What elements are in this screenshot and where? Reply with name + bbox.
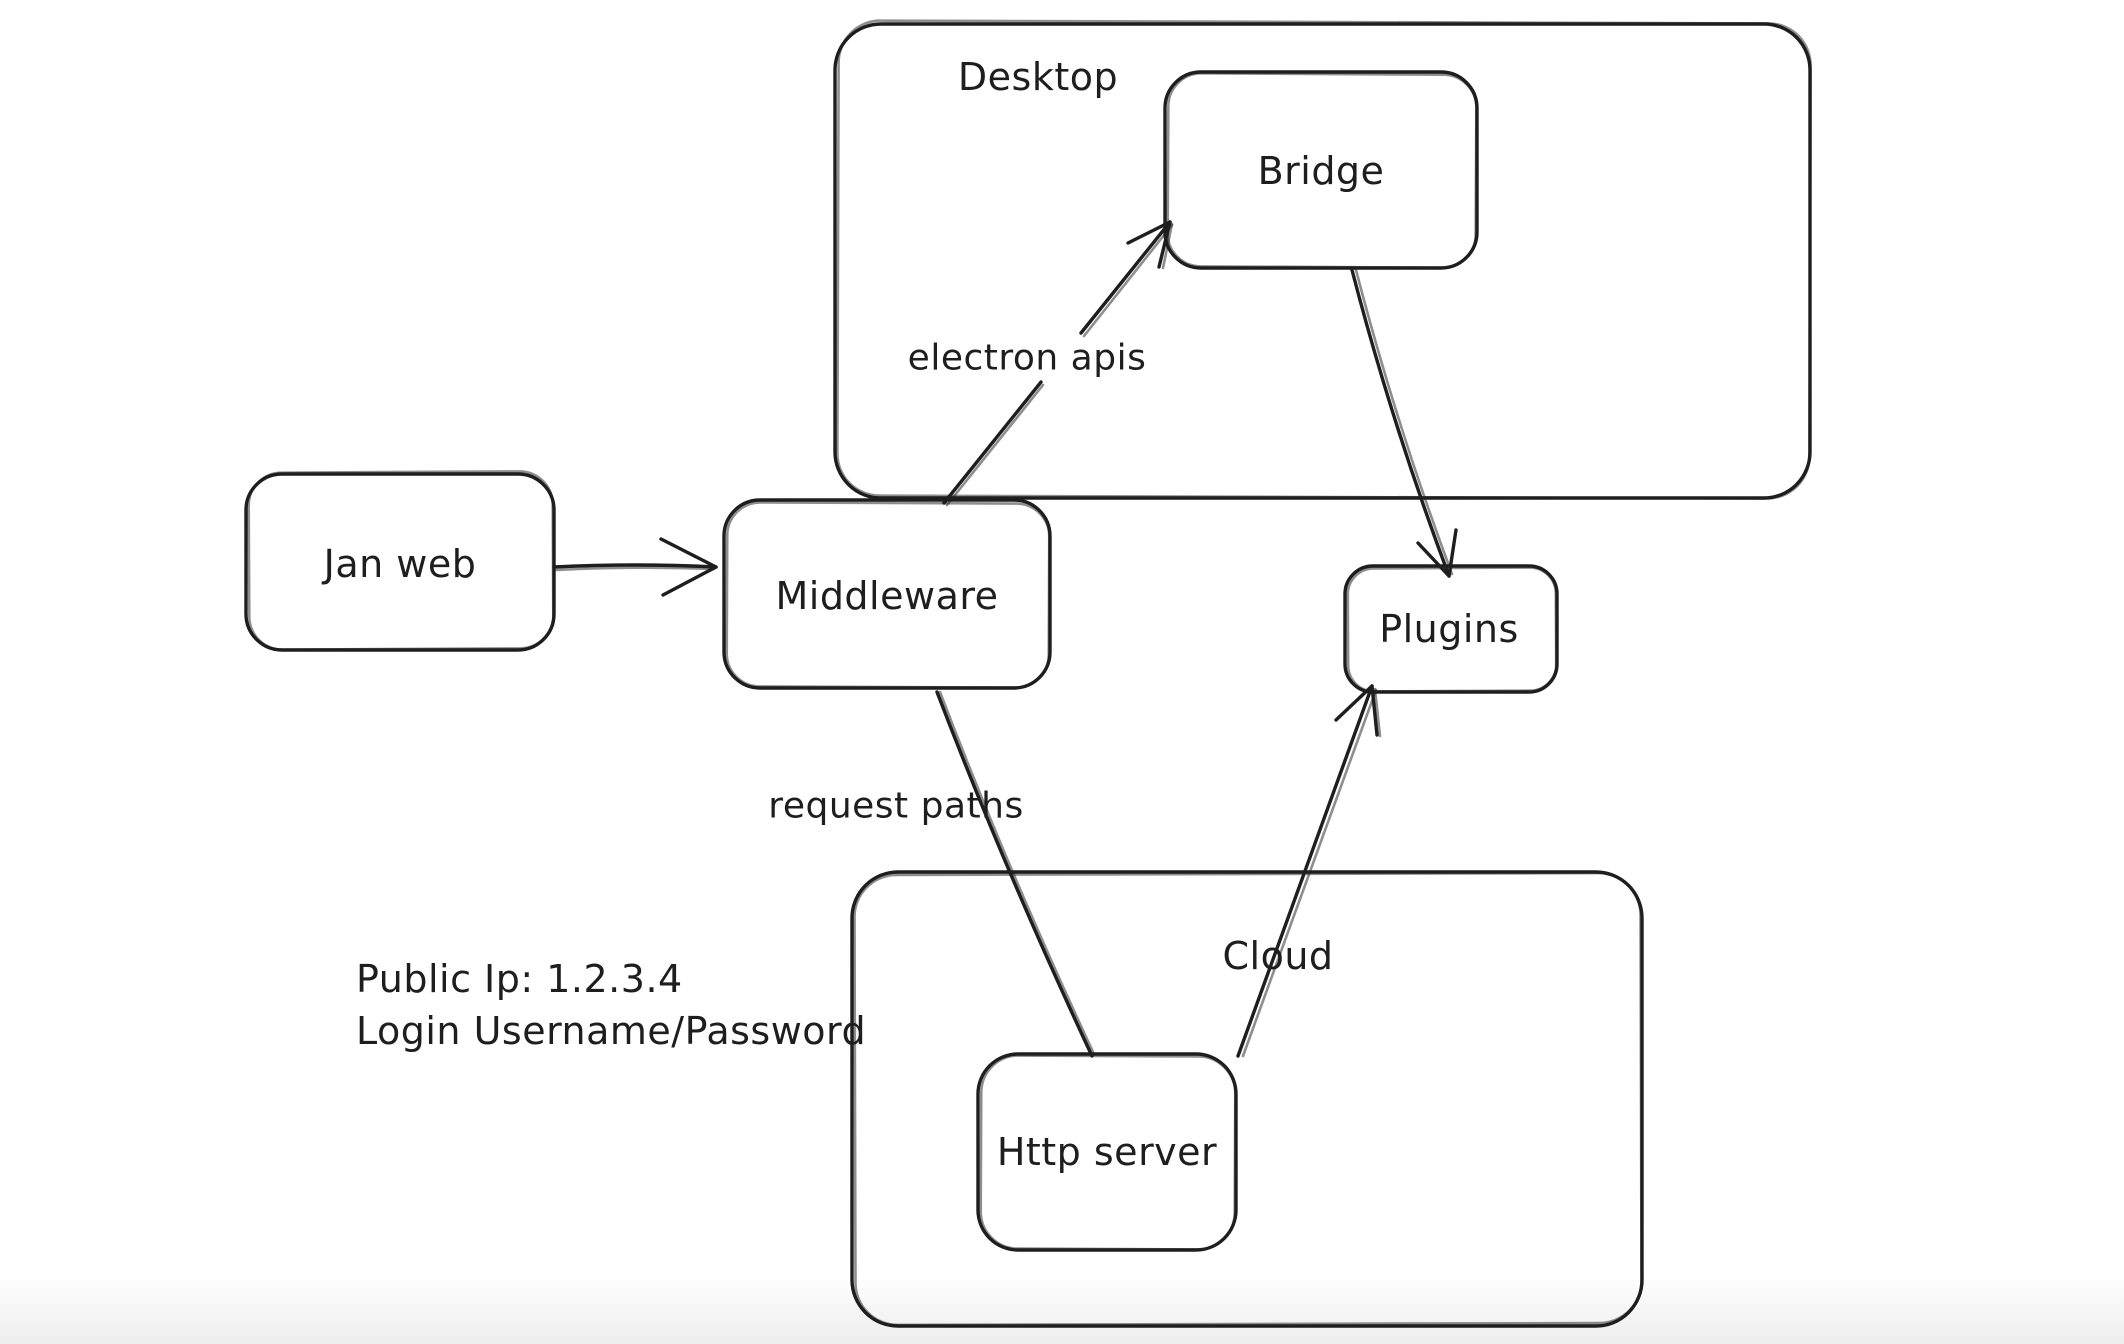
arrowhead <box>1416 528 1458 578</box>
arrow-shaft-sketch <box>1354 268 1454 576</box>
arrow-shaft-sketch <box>1241 688 1378 1058</box>
node-label-middleware: Middleware <box>775 574 999 619</box>
container-label-desktop[interactable]: Desktop <box>957 55 1119 100</box>
edge-label-electron-apis[interactable]: electron apis <box>907 337 1147 379</box>
line-shaft-sketch <box>938 690 1096 1056</box>
node-label-jan-web: Jan web <box>323 542 477 587</box>
arrowhead <box>1126 220 1172 269</box>
node-label-http-server: Http server <box>996 1130 1218 1175</box>
arrow-bridge-to-plugins[interactable] <box>1350 268 1458 578</box>
edge-label-request-paths[interactable]: request paths <box>768 785 1024 827</box>
arrow-shaft <box>1350 268 1451 578</box>
node-label-plugins: Plugins <box>1379 607 1519 652</box>
node-label-bridge: Bridge <box>1257 149 1385 194</box>
canvas-bottom-shade <box>0 1274 2124 1344</box>
annotation-login[interactable]: Login Username/Password <box>356 1009 867 1054</box>
arrowhead <box>659 537 718 597</box>
arrow-shaft <box>552 563 718 569</box>
arrow-shaft-sketch <box>554 566 716 572</box>
container-label-cloud[interactable]: Cloud <box>1222 934 1334 979</box>
arrow-jan-web-to-middleware[interactable] <box>552 537 718 597</box>
arrowhead-sketch <box>1373 687 1382 738</box>
annotation-public-ip[interactable]: Public Ip: 1.2.3.4 <box>356 957 683 1002</box>
arrowhead-sketch <box>1161 222 1174 270</box>
line-middleware-to-http-server[interactable] <box>935 690 1096 1058</box>
arrow-http-server-to-plugins[interactable] <box>1236 684 1382 1058</box>
arrow-shaft <box>1236 684 1374 1058</box>
line-shaft <box>935 690 1094 1058</box>
arrowhead <box>1334 684 1379 737</box>
